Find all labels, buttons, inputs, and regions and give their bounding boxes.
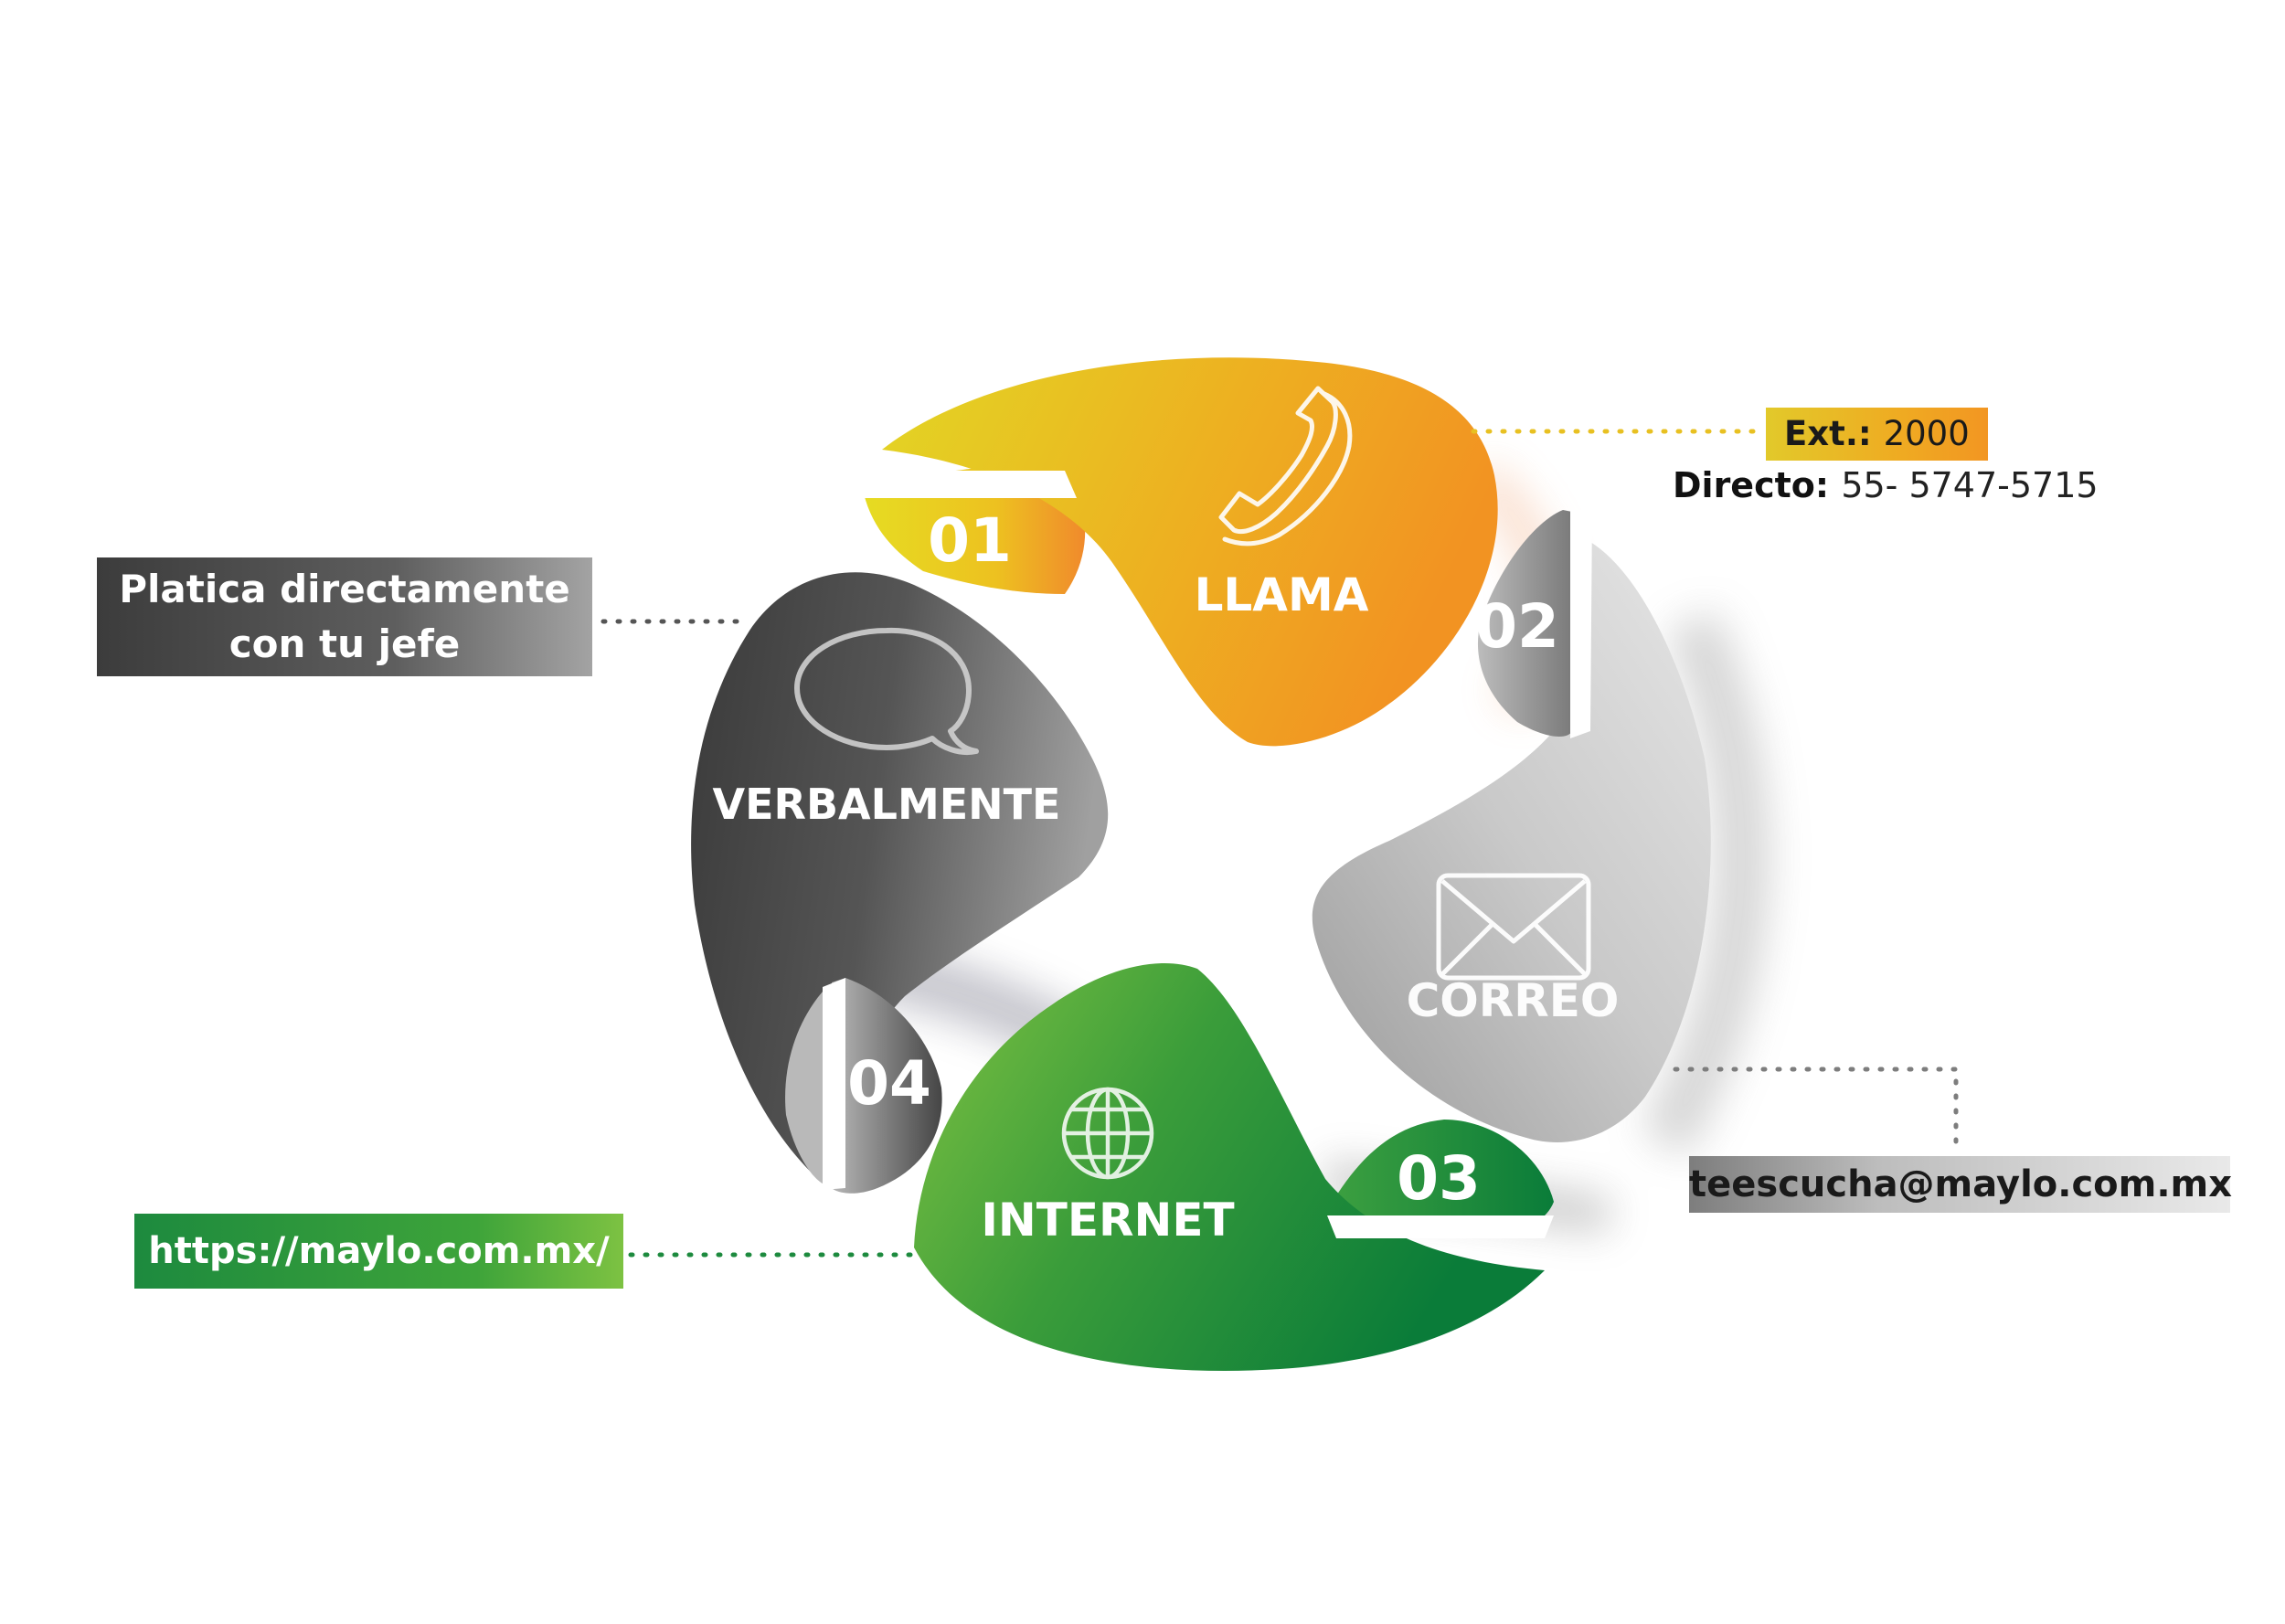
petal-number-03: 03 [1397, 1143, 1481, 1214]
website-link[interactable]: https://maylo.com.mx/ [134, 1214, 623, 1289]
petal-internet-band [1327, 1215, 1554, 1238]
petal-internet-tab [1330, 1120, 1554, 1236]
callout-ext: Ext.: 2000 [1766, 408, 1988, 461]
petal-verbalmente-band [823, 978, 845, 1190]
petal-verbalmente-body [691, 572, 1109, 1179]
petal-number-01: 01 [928, 505, 1012, 576]
petal-correo [1312, 510, 1711, 1142]
ext-label: Ext.: [1784, 414, 1872, 453]
petal-llama-body [882, 357, 1498, 747]
ext-badge: Ext.: 2000 [1766, 408, 1988, 461]
petal-verbalmente [691, 572, 1109, 1194]
speech-bubble-icon [794, 627, 979, 755]
callout-verbal-line1: Platica directamente [119, 567, 570, 611]
phone-icon [1218, 386, 1353, 547]
petal-number-04: 04 [847, 1048, 931, 1119]
petal-correo-tab [1477, 510, 1572, 737]
ext-value: 2000 [1883, 414, 1970, 453]
callout-directo: Directo: 55- 5747-5715 [1673, 460, 2099, 511]
petal-llama-band [862, 471, 1077, 498]
petal-correo-body [1312, 539, 1711, 1142]
envelope-icon [1436, 873, 1591, 981]
petal-number-02: 02 [1475, 591, 1559, 662]
petal-label-internet: INTERNET [981, 1194, 1234, 1247]
petal-internet-body [914, 962, 1545, 1371]
petal-label-correo: CORREO [1407, 974, 1620, 1027]
petal-correo-band [1570, 510, 1592, 738]
directo-value: 55- 5747-5715 [1841, 465, 2099, 505]
leader-line-correo [1673, 1067, 1959, 1150]
callout-verbal: Platica directamente con tu jefe [97, 557, 592, 676]
directo-label: Directo: [1673, 465, 1830, 505]
petal-label-llama: LLAMA [1195, 568, 1369, 621]
petal-verbalmente-tab-light [785, 992, 823, 1184]
petal-llama [862, 357, 1498, 747]
globe-icon [1061, 1087, 1154, 1180]
petal-label-verbalmente: VERBALMENTE [713, 780, 1061, 829]
petal-verbalmente-tab [832, 978, 942, 1194]
callout-verbal-line2: con tu jefe [228, 621, 461, 666]
petal-internet [914, 962, 1554, 1371]
email-link[interactable]: teescucha@maylo.com.mx [1689, 1156, 2232, 1213]
leader-lines [600, 429, 1959, 1258]
